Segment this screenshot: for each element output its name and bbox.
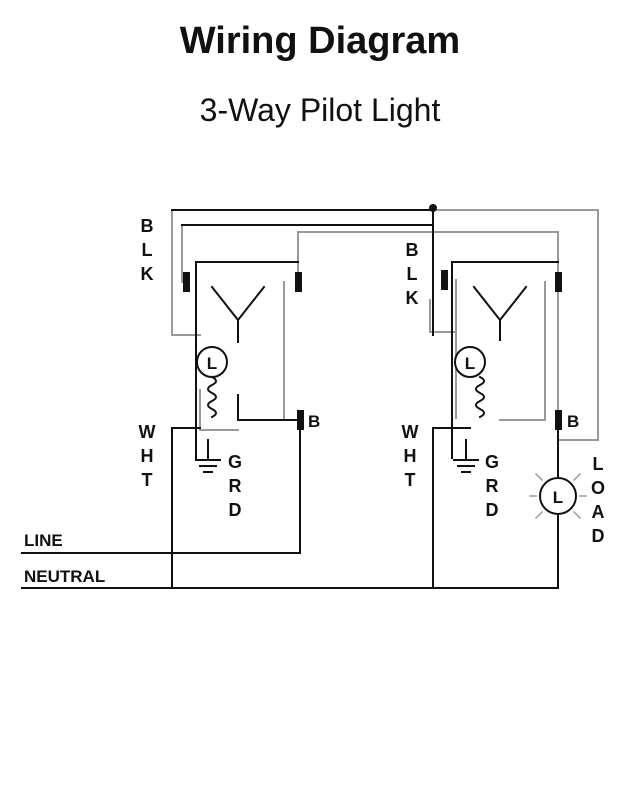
right-pilot-label: L [465, 354, 475, 373]
left-top-right-terminal [295, 272, 302, 292]
left-switch-inner-wire [237, 281, 285, 421]
left-pilot-label: L [207, 354, 217, 373]
left-top-left-terminal [183, 272, 190, 292]
left-b-terminal [297, 410, 304, 430]
page-subtitle: 3-Way Pilot Light [199, 92, 441, 128]
terminals [183, 270, 562, 430]
left-pilot [196, 346, 228, 419]
left-switch-contact [210, 285, 266, 322]
right-pilot [454, 346, 486, 419]
right-coil-icon [475, 375, 485, 419]
right-terminal-label: B [567, 412, 579, 431]
right-b-terminal [555, 410, 562, 430]
right-pilot-lamp-icon [454, 346, 486, 378]
black-wires [21, 209, 559, 589]
right-pilot-feed-wire [429, 299, 457, 333]
page-title: Wiring Diagram [179, 20, 461, 62]
load-lamp-rays-icon [529, 472, 587, 520]
left-ground-icon [195, 459, 221, 473]
load-lamp-label: L [553, 488, 563, 507]
right-ground-icon [453, 459, 479, 473]
load-lamp [529, 472, 587, 520]
load-lamp-icon [539, 477, 577, 515]
right-switch-contact [472, 285, 528, 322]
gray-wires [171, 209, 599, 441]
right-top-right-terminal [555, 272, 562, 292]
junction-dot [429, 204, 437, 212]
line-label: LINE [24, 531, 63, 550]
right-outer-wire [432, 209, 599, 441]
neutral-label: NEUTRAL [24, 567, 105, 586]
left-pilot-return-wire [199, 389, 239, 431]
right-switch-inner-wire-b [499, 281, 546, 421]
traveler-wire [297, 231, 559, 283]
right-top-left-terminal [441, 270, 448, 290]
left-coil-icon [207, 375, 217, 419]
left-pilot-feed-wire [171, 209, 201, 336]
line-wire [21, 394, 301, 554]
left-terminal-label: B [308, 412, 320, 431]
